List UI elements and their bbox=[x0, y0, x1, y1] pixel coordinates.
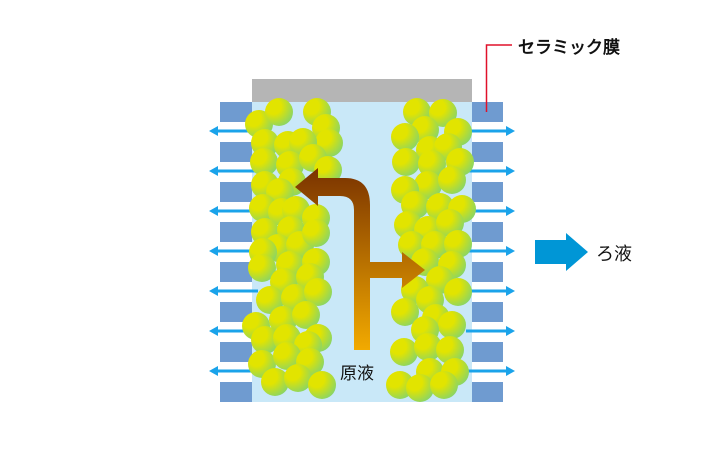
membrane-block bbox=[472, 302, 503, 322]
membrane-label: セラミック膜 bbox=[518, 38, 620, 58]
particle bbox=[265, 98, 293, 126]
particle bbox=[308, 371, 336, 399]
particle bbox=[438, 311, 466, 339]
particle bbox=[390, 338, 418, 366]
particle bbox=[304, 278, 332, 306]
membrane-block bbox=[220, 182, 252, 202]
particle bbox=[314, 156, 342, 184]
particle bbox=[438, 166, 466, 194]
particle bbox=[248, 254, 276, 282]
membrane-block bbox=[472, 382, 503, 402]
permeate-arrow-right bbox=[466, 246, 515, 256]
membrane-block bbox=[220, 262, 252, 282]
membrane-block bbox=[220, 342, 252, 362]
permeate-arrow-right bbox=[466, 366, 515, 376]
permeate-arrow-right bbox=[466, 126, 515, 136]
particle bbox=[302, 219, 330, 247]
membrane-block bbox=[220, 102, 252, 122]
particle bbox=[250, 148, 278, 176]
feed-flow-arrow bbox=[295, 168, 425, 350]
permeate-arrow-left bbox=[209, 166, 258, 176]
permeate-arrow-left bbox=[209, 326, 258, 336]
membrane-block bbox=[472, 222, 503, 242]
permeate-arrow-right bbox=[466, 326, 515, 336]
membrane-blocks bbox=[220, 102, 503, 402]
particle bbox=[391, 123, 419, 151]
permeate-arrow-right bbox=[466, 206, 515, 216]
permeate-arrow-left bbox=[209, 366, 258, 376]
particle bbox=[256, 286, 284, 314]
membrane-block bbox=[472, 262, 503, 282]
particle bbox=[444, 278, 472, 306]
membrane-block bbox=[472, 102, 503, 122]
particle bbox=[406, 374, 434, 402]
feed-label: 原液 bbox=[340, 364, 374, 384]
permeate-arrow-right bbox=[466, 286, 515, 296]
particle bbox=[292, 301, 320, 329]
permeate-arrow-left bbox=[209, 126, 258, 136]
permeate-arrow-left bbox=[209, 246, 258, 256]
particle bbox=[429, 99, 457, 127]
particle bbox=[391, 298, 419, 326]
particle bbox=[430, 371, 458, 399]
membrane-block bbox=[472, 342, 503, 362]
particle bbox=[261, 368, 289, 396]
membrane-block bbox=[220, 222, 252, 242]
particle bbox=[392, 148, 420, 176]
membrane-block bbox=[220, 382, 252, 402]
membrane-block bbox=[220, 142, 252, 162]
particle bbox=[444, 230, 472, 258]
particle bbox=[436, 209, 464, 237]
permeate-arrow-right bbox=[466, 166, 515, 176]
particle bbox=[436, 336, 464, 364]
membrane-block bbox=[220, 302, 252, 322]
particle bbox=[273, 342, 301, 370]
filtrate-label: ろ液 bbox=[596, 244, 632, 265]
permeate-arrows bbox=[209, 126, 515, 376]
membrane-leader-line bbox=[485, 44, 512, 112]
particle bbox=[414, 171, 442, 199]
membrane-block bbox=[472, 182, 503, 202]
particle-layer bbox=[242, 98, 476, 402]
particle bbox=[414, 333, 442, 361]
particle bbox=[284, 364, 312, 392]
permeate-arrow-left bbox=[209, 206, 258, 216]
particle bbox=[418, 150, 446, 178]
membrane-block bbox=[472, 142, 503, 162]
membrane-cap bbox=[252, 79, 472, 102]
particle bbox=[251, 326, 279, 354]
permeate-arrow-left bbox=[209, 286, 258, 296]
filtrate-arrow bbox=[535, 233, 588, 271]
